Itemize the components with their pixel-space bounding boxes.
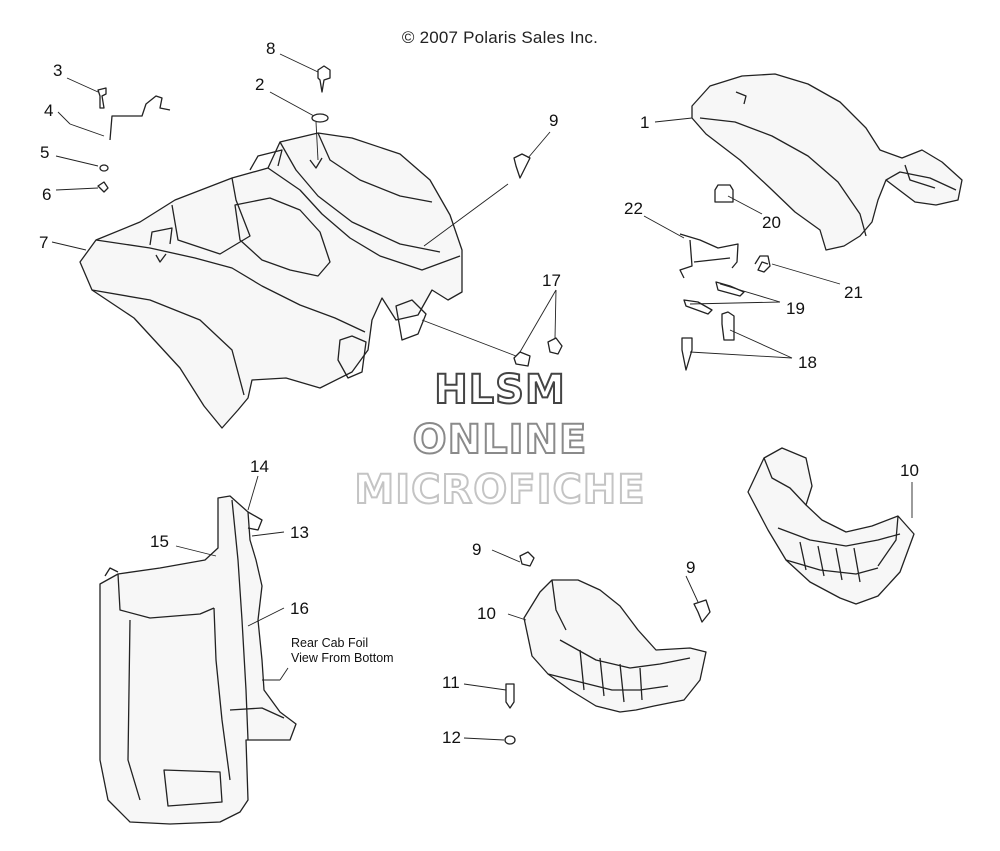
callout-9: 9	[549, 111, 559, 130]
bumper-part	[714, 184, 734, 203]
nut-part-small	[97, 181, 109, 193]
rod-part	[109, 95, 171, 141]
callout-17: 17	[542, 271, 561, 290]
callout-19: 19	[786, 299, 805, 318]
callout-7: 7	[39, 233, 49, 252]
note-line-2: View From Bottom	[291, 651, 394, 665]
clip-part-lower-right	[693, 599, 711, 623]
fastener-pin-part	[505, 683, 515, 709]
grommet-part	[513, 351, 531, 367]
fastener-part	[721, 311, 735, 341]
callout-22: 22	[624, 199, 643, 218]
copyright-text: © 2007 Polaris Sales Inc.	[401, 28, 599, 47]
callout-11: 11	[442, 673, 460, 692]
callout-8: 8	[266, 39, 276, 58]
note-line-1: Rear Cab Foil	[291, 636, 369, 650]
seat-latch-part	[679, 233, 739, 269]
spring-part	[754, 255, 771, 273]
nut-part	[99, 164, 109, 172]
footwell-part-right	[747, 447, 915, 605]
callout-4: 4	[44, 101, 54, 120]
callout-10: 10	[900, 461, 919, 480]
bolt-part	[97, 87, 107, 109]
callout-5: 5	[40, 143, 50, 162]
side-panel-part	[99, 495, 297, 825]
callout-2: 2	[255, 75, 265, 94]
callout-20: 20	[762, 213, 781, 232]
footwell-part-left	[523, 579, 707, 713]
rear-cab-foil-note: Rear Cab Foil View From Bottom	[291, 636, 394, 666]
watermark-line-3: MICROFICHE	[353, 467, 646, 513]
callout-14: 14	[250, 457, 269, 476]
watermark-line-1: HLSM	[433, 367, 566, 413]
washer-part	[311, 113, 329, 123]
callout-12: 12	[442, 728, 461, 747]
callout-9-lower: 9	[472, 540, 482, 559]
pin-part	[715, 281, 745, 297]
callout-1: 1	[640, 113, 650, 132]
clip-part	[513, 153, 531, 179]
callout-16: 16	[290, 599, 309, 618]
callout-10-lower: 10	[477, 604, 496, 623]
leader-lines	[51, 53, 913, 741]
callout-6: 6	[42, 185, 52, 204]
callout-9-lower-right: 9	[686, 558, 696, 577]
clip-part-lower	[519, 551, 535, 567]
callout-21: 21	[844, 283, 863, 302]
callout-18: 18	[798, 353, 817, 372]
callout-3: 3	[53, 61, 63, 80]
callout-15: 15	[150, 532, 169, 551]
seat-part	[691, 73, 963, 251]
callout-13: 13	[290, 523, 309, 542]
rear-cab-part	[79, 132, 463, 429]
screw-part	[317, 65, 331, 93]
watermark-line-2: ONLINE	[412, 417, 588, 463]
nut-part-lower	[504, 735, 516, 745]
